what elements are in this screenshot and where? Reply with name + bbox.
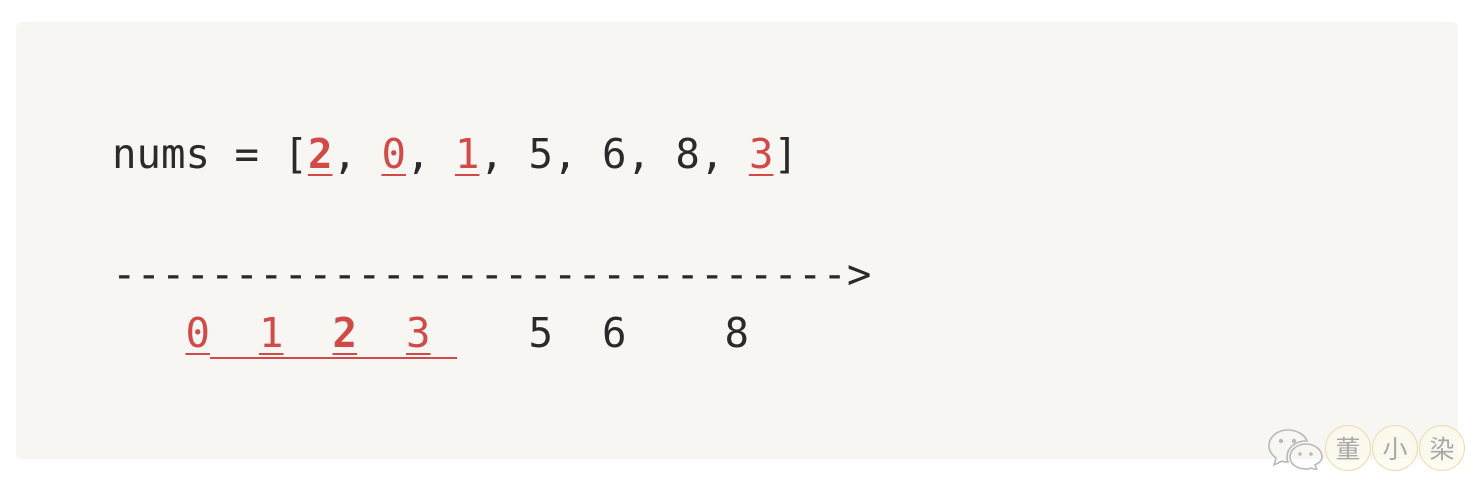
code-block — [16, 22, 1458, 459]
code-text-segment: , — [405, 130, 455, 178]
watermark-seal: 染 — [1419, 425, 1465, 471]
code-text-segment: , — [332, 130, 382, 178]
watermark-seal: 董 — [1325, 425, 1371, 471]
highlighted-number: 2 — [332, 309, 358, 357]
code-text-segment — [284, 309, 333, 357]
number-axis-arrow: ------------------------------> — [112, 250, 872, 298]
highlighted-number: 0 — [185, 309, 211, 357]
highlighted-number: 3 — [406, 309, 431, 357]
code-text-segment — [357, 309, 406, 357]
code-text-segment — [112, 309, 186, 357]
highlighted-number: 3 — [748, 130, 774, 178]
array-assignment-line: nums = [2, 0, 1, 5, 6, 8, 3] — [112, 134, 798, 175]
code-text-segment: nums = [ — [112, 130, 308, 178]
sorted-range-underline — [210, 357, 457, 359]
watermark-seal: 小 — [1372, 425, 1418, 471]
code-text-segment: ] — [773, 130, 798, 178]
sorted-number-line: 0 1 2 3 5 6 8 — [112, 313, 749, 354]
highlighted-number: 0 — [381, 130, 406, 178]
code-text-segment: , 5, 6, 8, — [479, 130, 749, 178]
highlighted-number: 1 — [454, 130, 480, 178]
wechat-icon — [1268, 429, 1323, 470]
watermark: 董 小 染 — [1266, 424, 1465, 472]
highlighted-number: 2 — [307, 130, 333, 178]
highlighted-number: 1 — [259, 309, 284, 357]
code-text-segment — [210, 309, 259, 357]
code-text-segment: 5 6 8 — [430, 309, 749, 357]
